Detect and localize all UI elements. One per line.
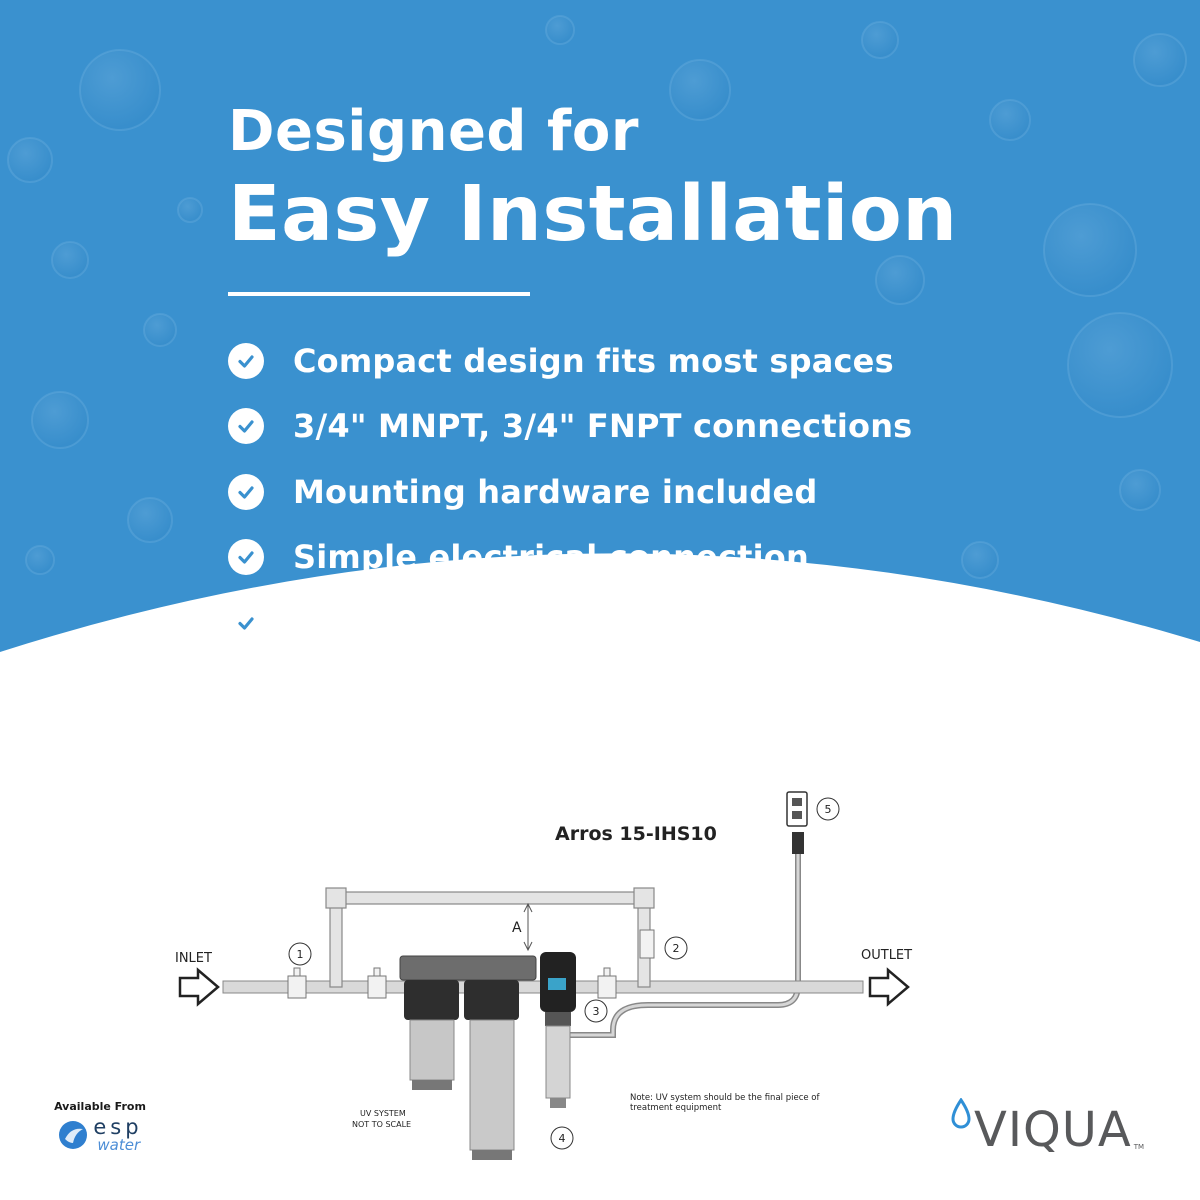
outlet-label: OUTLET <box>861 948 912 963</box>
esp-brand-text: esp <box>93 1115 143 1139</box>
feature-item: Simple electrical connection <box>228 525 1022 591</box>
viqua-drop-icon <box>951 1098 971 1129</box>
check-circle-icon <box>228 473 264 510</box>
electrical-outlet <box>568 791 808 1038</box>
retailer-badge[interactable]: Available From esp water <box>30 1100 170 1153</box>
check-circle-icon <box>228 342 264 379</box>
svg-text:4: 4 <box>559 1132 566 1145</box>
feature-text: 3/4" MNPT, 3/4" FNPT connections <box>293 407 913 446</box>
check-circle-icon <box>228 604 264 641</box>
headline-divider <box>228 292 530 296</box>
headline-line2: Easy Installation <box>228 170 958 259</box>
water-droplets <box>7 15 1187 579</box>
badge-caption: Available From <box>54 1100 146 1113</box>
feature-item: Compact design fits most spaces <box>228 328 1022 394</box>
svg-text:5: 5 <box>825 803 832 816</box>
callout-3: 3 <box>584 999 608 1023</box>
feature-text: Simple electrical connection <box>293 538 809 577</box>
check-circle-icon <box>228 539 264 576</box>
feature-text: Compact design fits most spaces <box>293 341 894 380</box>
viqua-trademark: TM <box>1133 1143 1145 1151</box>
dimension-marker <box>523 902 533 952</box>
headline-line1: Designed for <box>228 99 639 164</box>
callout-1: 1 <box>288 942 312 966</box>
feature-item: Compliments existing filtration systems <box>228 590 1022 656</box>
feature-item: Mounting hardware included <box>228 459 1022 525</box>
callout-2: 2 <box>664 936 688 960</box>
scale-note-line1: UV SYSTEM <box>360 1109 406 1118</box>
feature-item: 3/4" MNPT, 3/4" FNPT connections <box>228 394 1022 460</box>
viqua-brand-name: VIQUA <box>974 1102 1132 1158</box>
valves <box>287 929 655 999</box>
inlet-arrow-icon <box>178 967 220 1007</box>
installation-note-line2: treatment equipment <box>630 1103 722 1113</box>
callout-4: 4 <box>550 1126 574 1150</box>
dimension-label: A <box>512 920 522 936</box>
esp-brand-subtext: water <box>97 1136 141 1154</box>
callout-5: 5 <box>816 797 840 821</box>
svg-text:1: 1 <box>297 948 304 961</box>
viqua-logo: VIQUA TM <box>950 1098 1144 1154</box>
feature-text: Mounting hardware included <box>293 472 818 511</box>
uv-system <box>540 952 576 1108</box>
svg-text:3: 3 <box>593 1005 600 1018</box>
inlet-label: INLET <box>175 951 212 966</box>
scale-note-line2: NOT TO SCALE <box>352 1120 411 1129</box>
installation-diagram: Arros 15-IHS10 A <box>158 780 933 1168</box>
feature-list: Compact design fits most spaces 3/4" MNP… <box>228 328 1022 656</box>
filter-housings <box>399 955 537 1160</box>
installation-note-line1: Note: UV system should be the final piec… <box>630 1093 821 1103</box>
feature-text: Compliments existing filtration systems <box>293 603 1023 642</box>
diagram-model-title: Arros 15-IHS10 <box>555 823 717 845</box>
water-drop-icon <box>59 1121 88 1149</box>
esp-water-logo: esp water <box>30 1117 170 1153</box>
outlet-arrow-icon <box>868 967 910 1007</box>
svg-text:2: 2 <box>673 942 680 955</box>
check-circle-icon <box>228 408 264 445</box>
bypass-pipe <box>325 887 655 988</box>
